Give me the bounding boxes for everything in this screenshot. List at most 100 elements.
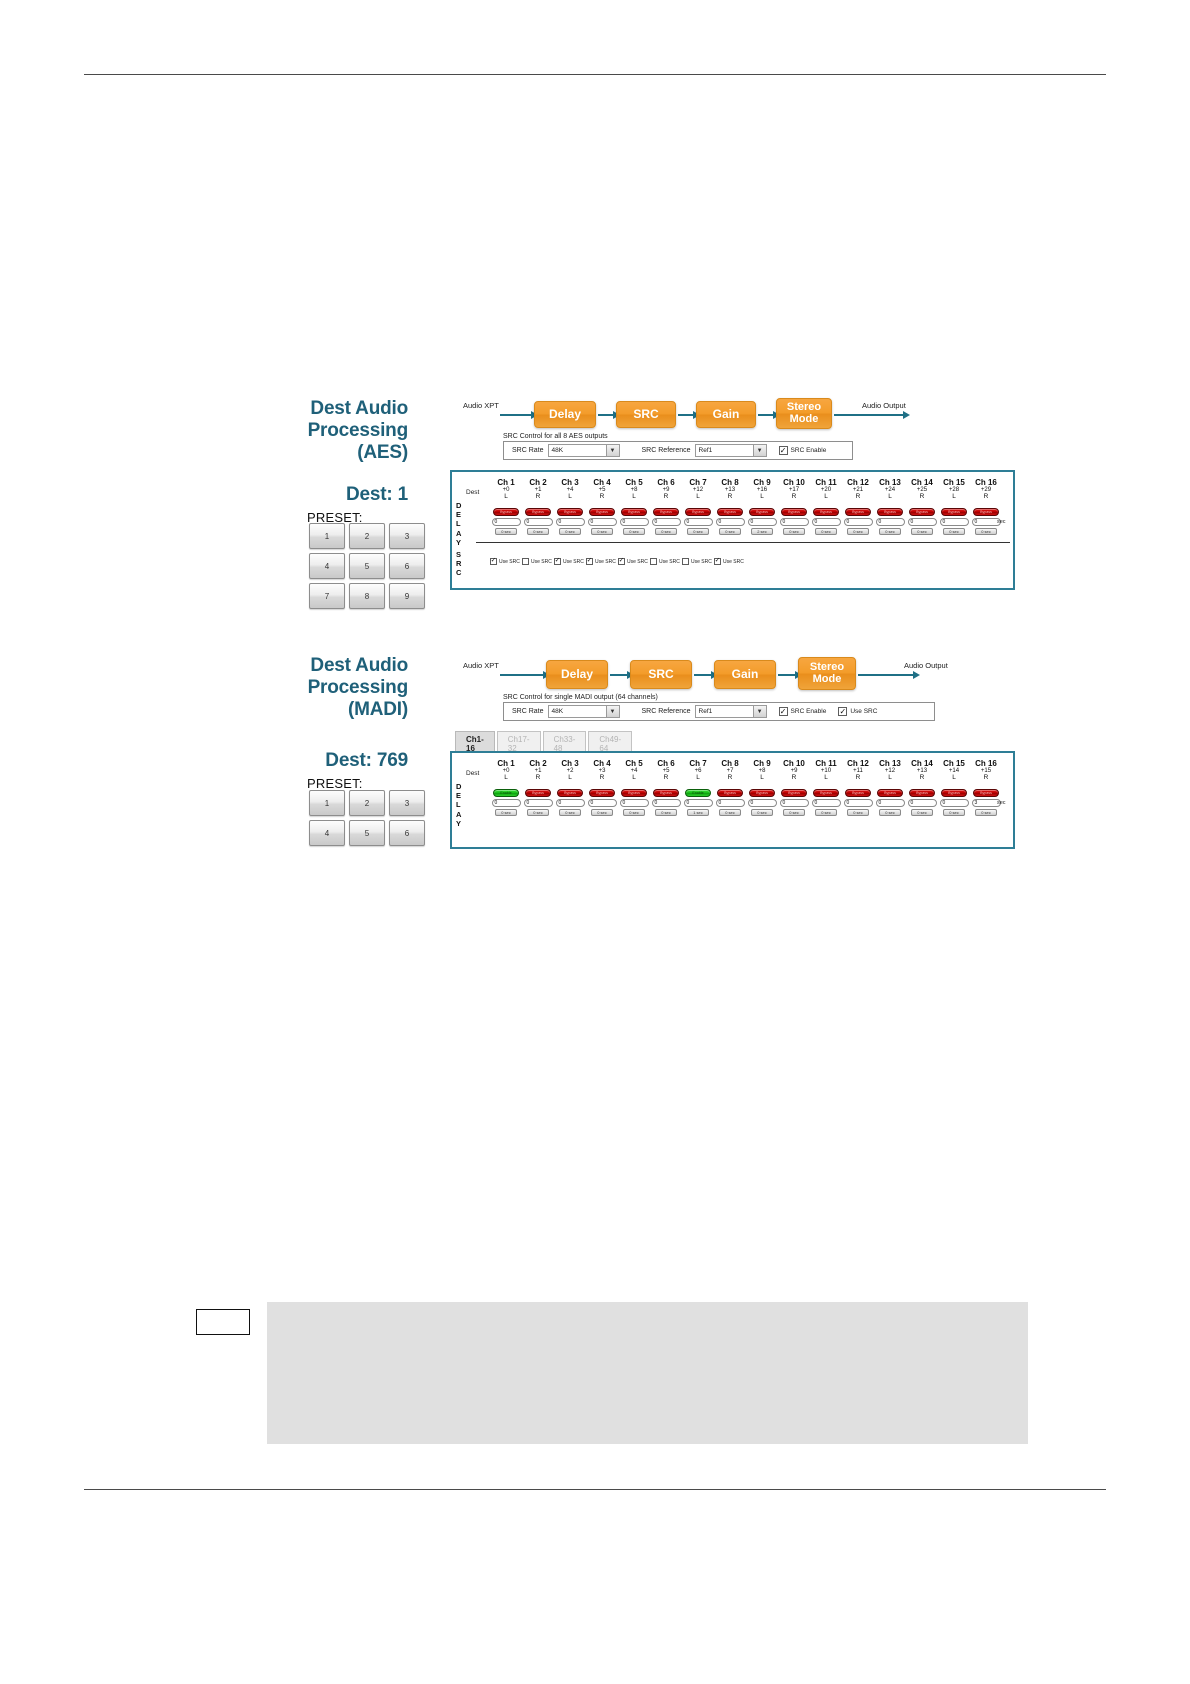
delay-value-input-7[interactable]: 0 (683, 799, 713, 807)
use-src-checkbox-8[interactable]: ✓ (714, 557, 721, 565)
use-src-cell-11[interactable] (810, 558, 842, 565)
src-rate-select[interactable]: 48K ▼ (547, 444, 620, 457)
flow-box-src[interactable]: SRC (630, 660, 692, 689)
delay-sec-button-9[interactable]: 0 sec (751, 809, 773, 816)
delay-enable-led-15[interactable]: Bypass (941, 789, 967, 797)
delay-sec-button-13[interactable]: 0 sec (879, 809, 901, 816)
delay-sec-button-9[interactable]: 2 sec (751, 528, 773, 535)
delay-sec-button-11[interactable]: 0 sec (815, 528, 837, 535)
delay-enable-led-14[interactable]: Bypass (909, 508, 935, 516)
use-src-cell-15[interactable] (938, 558, 970, 565)
preset-button-3[interactable]: 3 (389, 790, 425, 816)
delay-sec-button-1[interactable]: 0 sec (495, 528, 517, 535)
delay-enable-led-16[interactable]: Bypass (973, 789, 999, 797)
use-src-cell-6[interactable]: Use SRC (650, 558, 682, 565)
delay-value-input-6[interactable]: 0 (651, 799, 681, 807)
delay-value-input-16[interactable]: 0 (971, 518, 1001, 526)
delay-value-input-4[interactable]: 0 (587, 518, 617, 526)
use-src-cell-1[interactable]: ✓Use SRC (490, 558, 522, 565)
src-enable-checkbox[interactable]: ✓ (778, 445, 788, 455)
delay-value-input-15[interactable]: 0 (939, 518, 969, 526)
delay-sec-button-2[interactable]: 0 sec (527, 528, 549, 535)
delay-enable-led-9[interactable]: Bypass (749, 789, 775, 797)
delay-value-input-10[interactable]: 0 (779, 799, 809, 807)
use-src-checkbox-7[interactable] (682, 558, 689, 565)
delay-sec-button-3[interactable]: 0 sec (559, 528, 581, 535)
chevron-down-icon[interactable]: ▼ (752, 706, 766, 717)
delay-sec-button-7[interactable]: 0 sec (687, 528, 709, 535)
use-src-cell-16[interactable] (970, 558, 1002, 565)
delay-value-input-5[interactable]: 0 (619, 518, 649, 526)
preset-button-4[interactable]: 4 (309, 553, 345, 579)
delay-enable-led-2[interactable]: Bypass (525, 789, 551, 797)
chevron-down-icon[interactable]: ▼ (605, 445, 619, 456)
use-src-cell-2[interactable]: Use SRC (522, 558, 554, 565)
delay-enable-led-12[interactable]: Bypass (845, 789, 871, 797)
delay-sec-button-1[interactable]: 0 sec (495, 809, 517, 816)
chevron-down-icon[interactable]: ▼ (605, 706, 619, 717)
delay-enable-led-1[interactable]: Bypass (493, 508, 519, 516)
delay-enable-led-11[interactable]: Bypass (813, 508, 839, 516)
delay-enable-led-13[interactable]: Bypass (877, 508, 903, 516)
use-src-cell-12[interactable] (842, 558, 874, 565)
delay-enable-led-15[interactable]: Bypass (941, 508, 967, 516)
use-src-checkbox-1[interactable]: ✓ (490, 557, 497, 565)
delay-value-input-12[interactable]: 0 (843, 799, 873, 807)
delay-value-input-11[interactable]: 0 (811, 799, 841, 807)
use-src-cell-14[interactable] (906, 558, 938, 565)
use-src-cell-4[interactable]: ✓Use SRC (586, 558, 618, 565)
delay-enable-led-12[interactable]: Bypass (845, 508, 871, 516)
preset-button-9[interactable]: 9 (389, 583, 425, 609)
use-src-cell-5[interactable]: ✓Use SRC (618, 558, 650, 565)
delay-value-input-5[interactable]: 0 (619, 799, 649, 807)
delay-enable-led-6[interactable]: Bypass (653, 508, 679, 516)
preset-button-3[interactable]: 3 (389, 523, 425, 549)
delay-value-input-13[interactable]: 0 (875, 799, 905, 807)
delay-sec-button-15[interactable]: 0 sec (943, 809, 965, 816)
delay-value-input-14[interactable]: 0 (907, 518, 937, 526)
delay-enable-led-16[interactable]: Bypass (973, 508, 999, 516)
delay-enable-led-11[interactable]: Bypass (813, 789, 839, 797)
delay-sec-button-14[interactable]: 0 sec (911, 528, 933, 535)
preset-button-1[interactable]: 1 (309, 790, 345, 816)
delay-enable-led-7[interactable]: Bypass (685, 508, 711, 516)
delay-value-input-16[interactable]: 3 (971, 799, 1001, 807)
delay-sec-button-11[interactable]: 0 sec (815, 809, 837, 816)
delay-enable-led-13[interactable]: Bypass (877, 789, 903, 797)
delay-enable-led-3[interactable]: Bypass (557, 789, 583, 797)
delay-value-input-15[interactable]: 0 (939, 799, 969, 807)
use-src-cell-9[interactable] (746, 558, 778, 565)
delay-value-input-13[interactable]: 0 (875, 518, 905, 526)
delay-value-input-1[interactable]: 0 (491, 799, 521, 807)
flow-box-stereo-mode[interactable]: Stereo Mode (798, 657, 856, 690)
delay-sec-button-3[interactable]: 0 sec (559, 809, 581, 816)
delay-enable-led-8[interactable]: Bypass (717, 508, 743, 516)
delay-enable-led-5[interactable]: Bypass (621, 508, 647, 516)
delay-value-input-2[interactable]: 0 (523, 518, 553, 526)
delay-value-input-10[interactable]: 0 (779, 518, 809, 526)
delay-enable-led-5[interactable]: Bypass (621, 789, 647, 797)
flow-box-src[interactable]: SRC (616, 401, 676, 428)
preset-button-4[interactable]: 4 (309, 820, 345, 846)
delay-sec-button-6[interactable]: 0 sec (655, 809, 677, 816)
delay-value-input-9[interactable]: 0 (747, 518, 777, 526)
src-enable-checkbox-wrap[interactable]: ✓ SRC Enable (778, 707, 826, 716)
use-src-cell-3[interactable]: ✓Use SRC (554, 558, 586, 565)
use-src-checkbox-5[interactable]: ✓ (618, 557, 625, 565)
delay-sec-button-4[interactable]: 0 sec (591, 528, 613, 535)
flow-box-delay[interactable]: Delay (546, 660, 608, 689)
delay-sec-button-8[interactable]: 0 sec (719, 528, 741, 535)
delay-value-input-8[interactable]: 0 (715, 799, 745, 807)
delay-value-input-11[interactable]: 0 (811, 518, 841, 526)
delay-sec-button-15[interactable]: 0 sec (943, 528, 965, 535)
use-src-cell-13[interactable] (874, 558, 906, 565)
delay-value-input-7[interactable]: 0 (683, 518, 713, 526)
delay-sec-button-2[interactable]: 0 sec (527, 809, 549, 816)
delay-sec-button-12[interactable]: 0 sec (847, 528, 869, 535)
preset-button-8[interactable]: 8 (349, 583, 385, 609)
delay-sec-button-6[interactable]: 0 sec (655, 528, 677, 535)
use-src-checkbox-wrap[interactable]: ✓ Use SRC (838, 707, 877, 716)
delay-value-input-14[interactable]: 0 (907, 799, 937, 807)
delay-enable-led-10[interactable]: Bypass (781, 508, 807, 516)
delay-enable-led-4[interactable]: Bypass (589, 789, 615, 797)
